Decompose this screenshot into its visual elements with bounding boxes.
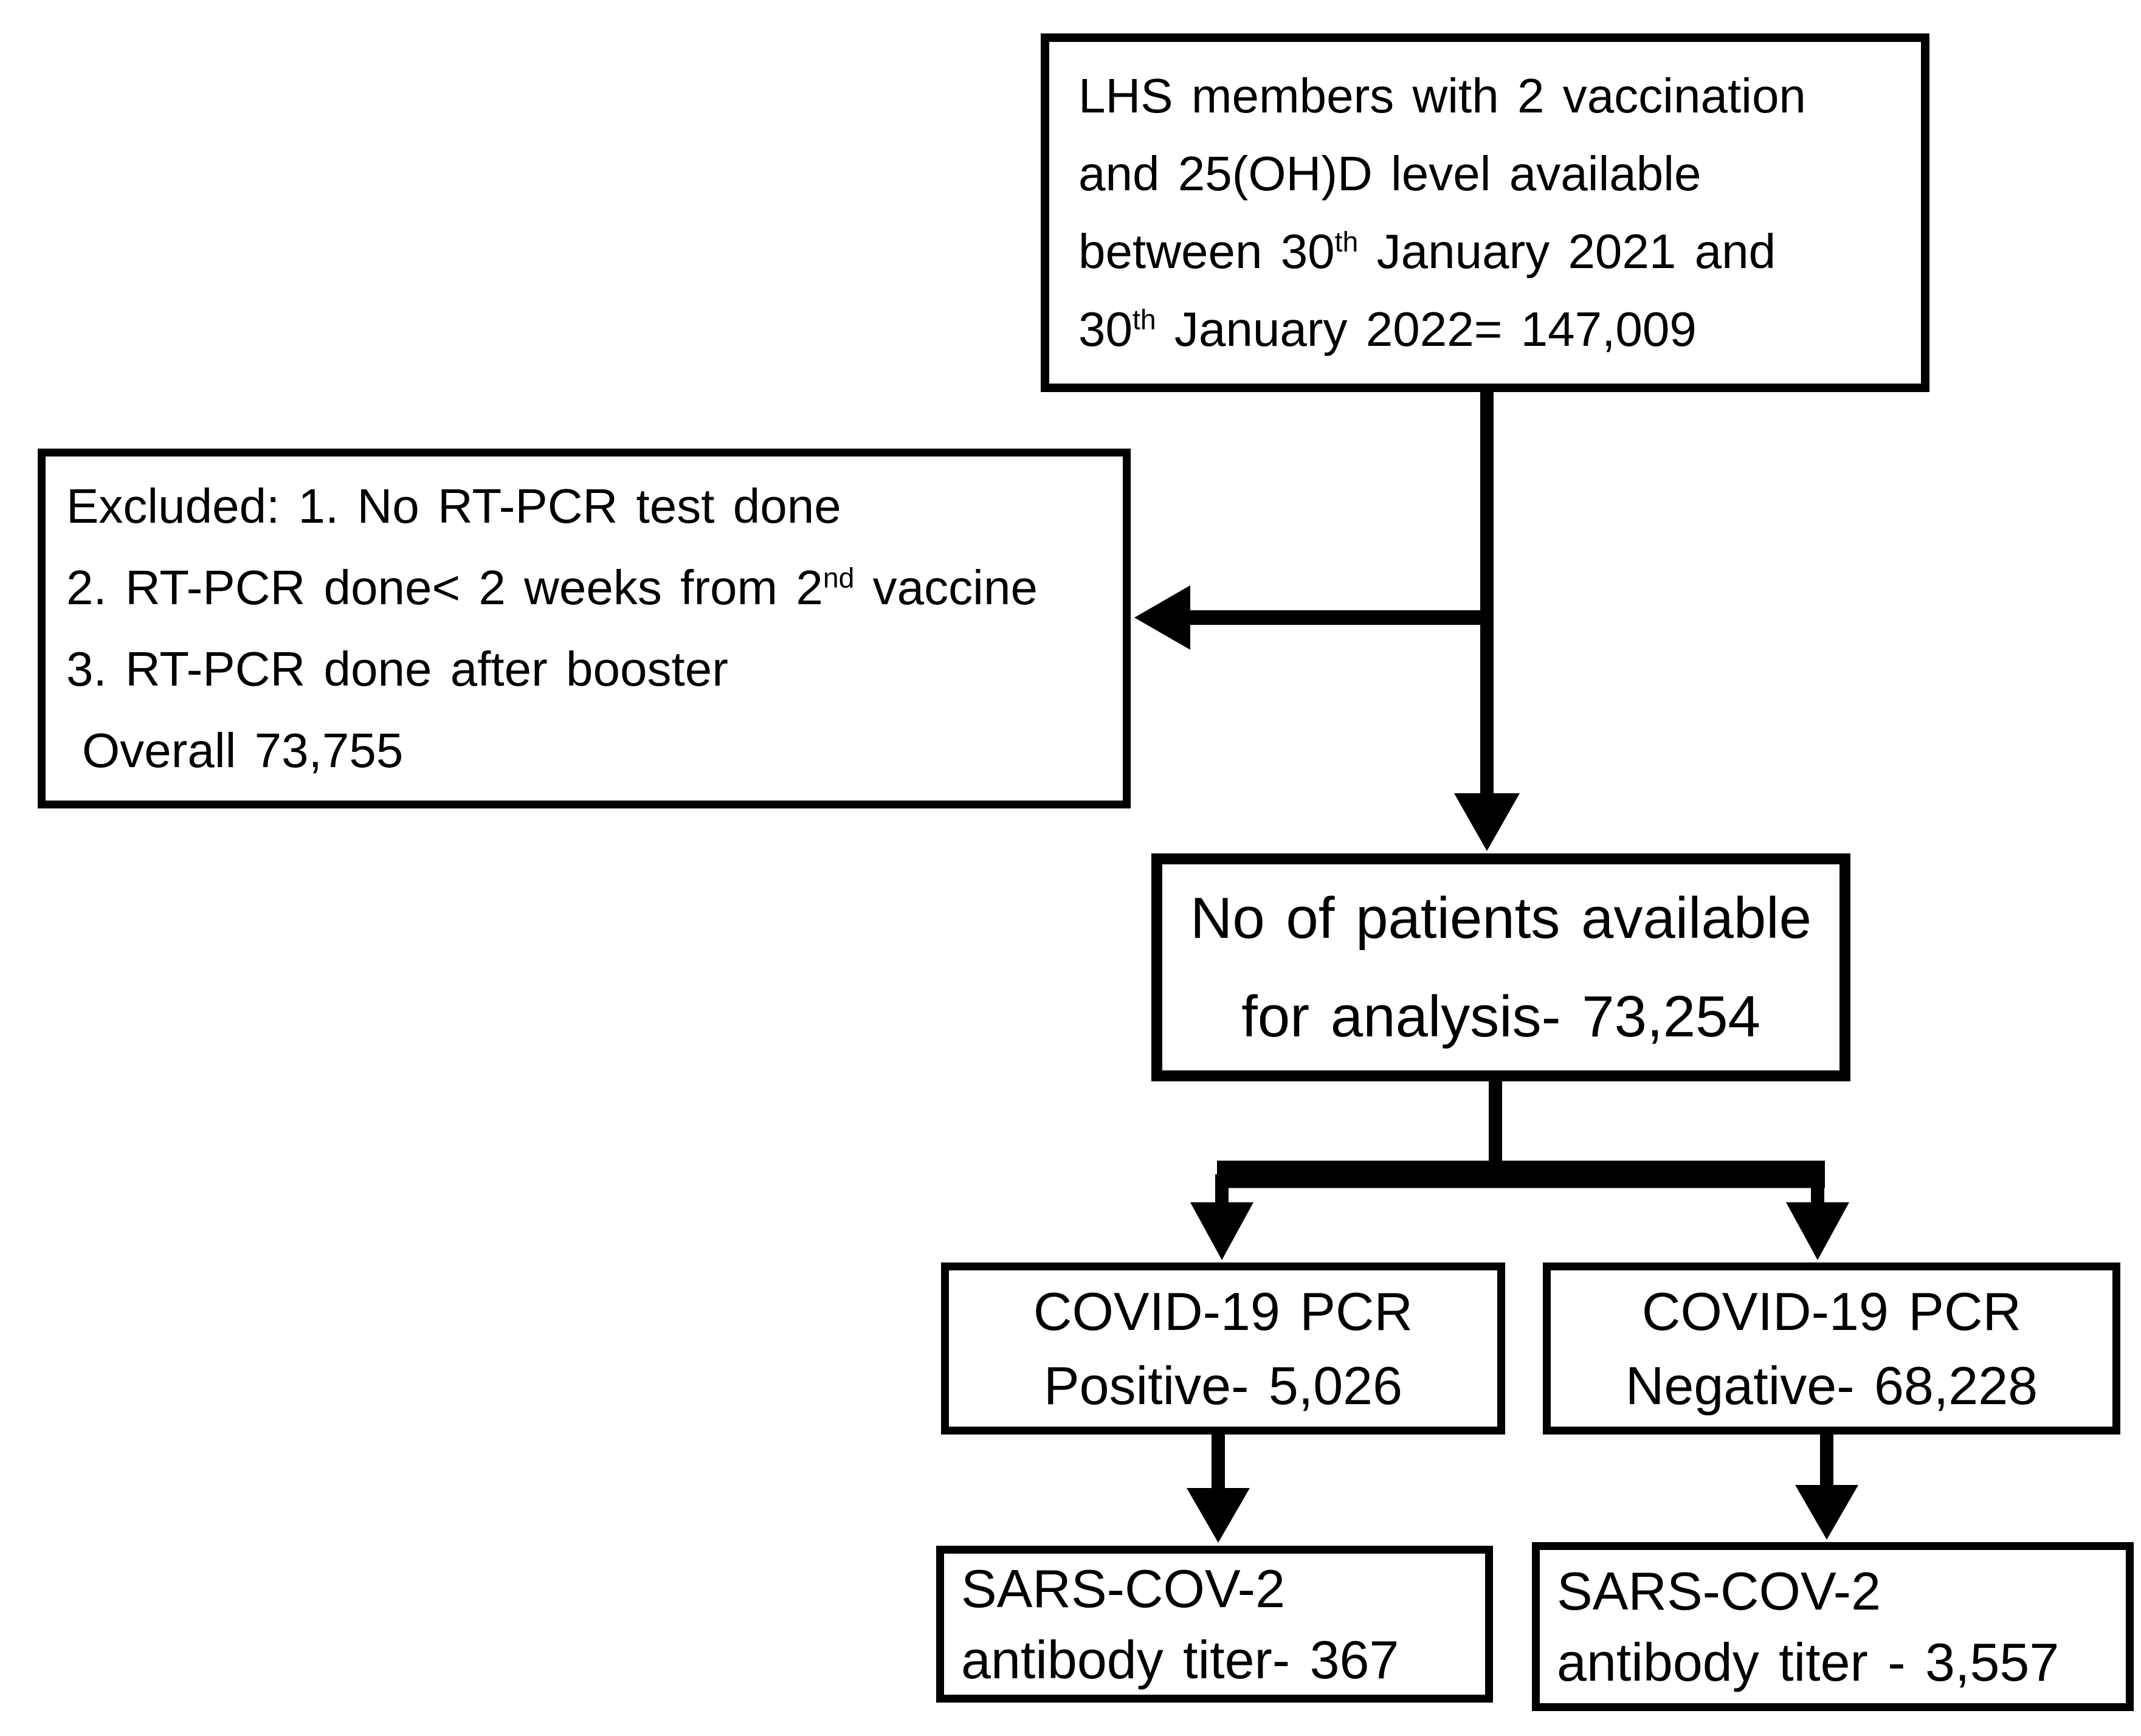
text-line: 2. RT-PCR done< 2 weeks from 2nd vaccine [66, 547, 1123, 629]
excluded-box: Excluded: 1. No RT-PCR test done 2. RT-P… [38, 449, 1131, 808]
antibody-positive-box: SARS-COV-2 antibody titer- 367 [936, 1546, 1493, 1703]
pcr-positive-box: COVID-19 PCR Positive- 5,026 [941, 1262, 1505, 1435]
text-segment: Overall 73,755 [82, 723, 404, 777]
text-line: Positive- 5,026 [949, 1349, 1497, 1423]
arrowhead-down-antibody-positive [1187, 1488, 1250, 1543]
text-line: 3. RT-PCR done after booster [66, 629, 1123, 710]
arrowhead-down-pcr-positive [1190, 1202, 1253, 1260]
text-line: COVID-19 PCR [1551, 1275, 2112, 1349]
text-line: antibody titer- 367 [961, 1624, 1485, 1695]
superscript-ordinal: th [1132, 303, 1156, 336]
superscript-ordinal: nd [822, 562, 855, 594]
text-segment: 2. RT-PCR done< 2 weeks from 2 [66, 560, 823, 615]
pcr-negative-box: COVID-19 PCR Negative- 68,228 [1543, 1262, 2120, 1435]
text-line: antibody titer - 3,557 [1557, 1627, 2126, 1698]
text-segment: Negative- 68,228 [1625, 1355, 2038, 1416]
text-line: Overall 73,755 [66, 710, 1123, 791]
text-line: between 30th January 2021 and [1078, 213, 1921, 291]
text-line: LHS members with 2 vaccination [1078, 57, 1921, 135]
text-segment: January 2022= 147,009 [1156, 302, 1697, 356]
text-line: No of patients available [1162, 869, 1839, 968]
text-segment: SARS-COV-2 [1557, 1561, 1881, 1621]
top-population-box: LHS members with 2 vaccination and 25(OH… [1041, 33, 1929, 392]
text-line: for analysis- 73,254 [1162, 968, 1839, 1066]
text-segment: antibody titer - 3,557 [1557, 1632, 2060, 1692]
text-line: SARS-COV-2 [961, 1553, 1485, 1624]
text-segment: January 2021 and [1358, 224, 1776, 278]
text-segment: COVID-19 PCR [1033, 1281, 1413, 1342]
text-line: 30th January 2022= 147,009 [1078, 291, 1921, 368]
text-segment: No of patients available [1190, 885, 1812, 951]
superscript-ordinal: th [1334, 226, 1359, 258]
text-segment: 30 [1078, 302, 1133, 356]
text-segment: 3. RT-PCR done after booster [66, 642, 728, 696]
analysis-box: No of patients available for analysis- 7… [1151, 853, 1850, 1081]
antibody-negative-box: SARS-COV-2 antibody titer - 3,557 [1532, 1542, 2134, 1711]
arrowhead-down-pcr-negative [1786, 1202, 1849, 1260]
text-segment: Positive- 5,026 [1043, 1355, 1403, 1416]
text-line: Negative- 68,228 [1551, 1349, 2112, 1423]
text-segment: and 25(OH)D level available [1078, 146, 1701, 201]
text-segment: between 30 [1078, 224, 1335, 278]
text-line: Excluded: 1. No RT-PCR test done [66, 466, 1123, 547]
text-line: SARS-COV-2 [1557, 1555, 2126, 1627]
text-segment: COVID-19 PCR [1641, 1281, 2022, 1342]
text-segment: LHS members with 2 vaccination [1078, 69, 1806, 123]
text-segment: antibody titer- 367 [961, 1630, 1399, 1690]
text-segment: SARS-COV-2 [961, 1559, 1286, 1619]
arrowhead-left-excluded [1134, 585, 1190, 650]
text-segment: vaccine [854, 560, 1038, 615]
text-segment: for analysis- 73,254 [1241, 983, 1760, 1049]
text-segment: Excluded: 1. No RT-PCR test done [66, 479, 841, 533]
text-line: COVID-19 PCR [949, 1275, 1497, 1349]
arrowhead-down-analysis [1454, 793, 1520, 851]
arrowhead-down-antibody-negative [1795, 1485, 1858, 1540]
text-line: and 25(OH)D level available [1078, 135, 1921, 213]
